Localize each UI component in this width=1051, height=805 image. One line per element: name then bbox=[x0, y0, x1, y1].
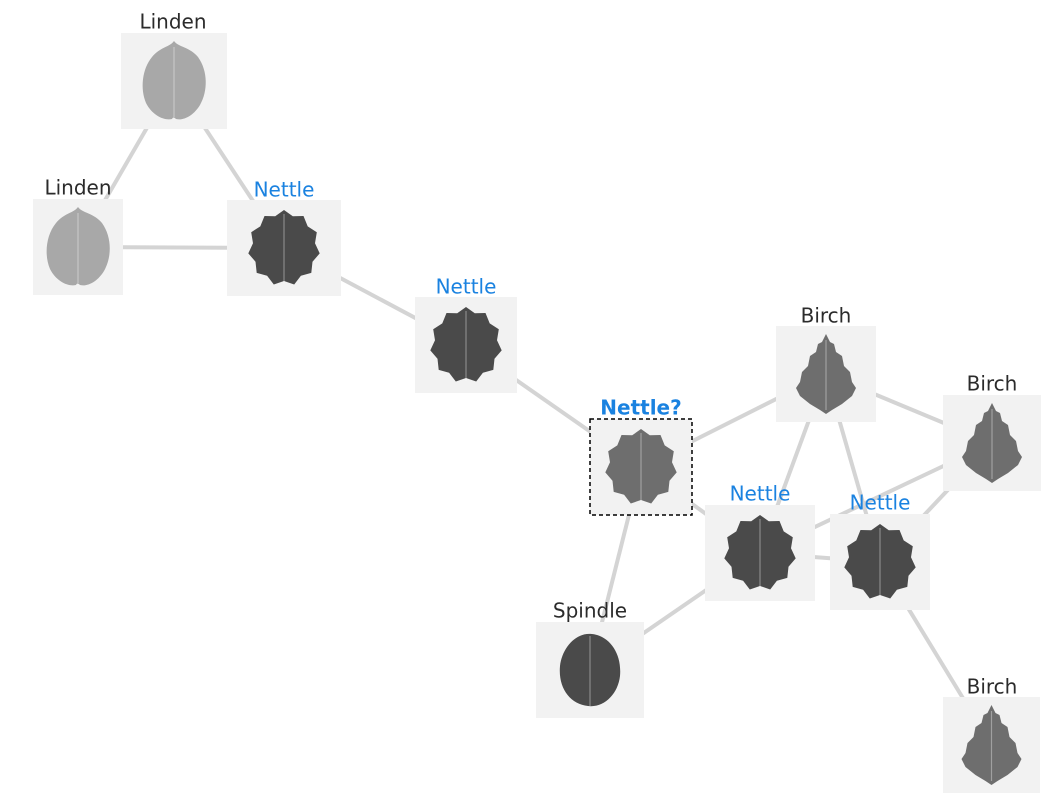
node-n3: Nettle bbox=[227, 178, 341, 296]
node-label: Nettle bbox=[436, 275, 497, 299]
leaf-linden-image bbox=[142, 41, 206, 120]
node-n5: Nettle? bbox=[589, 396, 693, 516]
node-label: Linden bbox=[44, 176, 111, 200]
node-n11: Birch bbox=[943, 675, 1040, 793]
leaf-nettle-image bbox=[605, 429, 677, 504]
node-label: Spindle bbox=[553, 599, 627, 623]
node-n4: Nettle bbox=[415, 275, 517, 393]
leaf-nettle-image bbox=[248, 210, 320, 285]
node-label: Linden bbox=[139, 10, 206, 34]
node-label: Nettle bbox=[730, 482, 791, 506]
node-label: Nettle? bbox=[600, 396, 681, 420]
leaf-nettle-image bbox=[844, 524, 916, 599]
node-n7: Birch bbox=[943, 372, 1041, 491]
node-label: Birch bbox=[801, 304, 852, 328]
leaf-linden-image bbox=[46, 207, 110, 286]
leaf-spindle-image bbox=[559, 633, 621, 707]
leaf-nettle-image bbox=[724, 515, 796, 590]
leaf-birch-image bbox=[796, 334, 856, 414]
leaf-birch-image bbox=[961, 705, 1022, 785]
node-label: Nettle bbox=[254, 178, 315, 202]
query-highlight-box bbox=[589, 418, 693, 516]
leaf-birch-image bbox=[962, 403, 1022, 483]
leaf-nettle-image bbox=[430, 307, 502, 382]
node-n10: Spindle bbox=[536, 599, 644, 718]
node-n1: Linden bbox=[121, 10, 227, 129]
node-label: Nettle bbox=[850, 491, 911, 515]
node-n9: Nettle bbox=[830, 491, 930, 610]
node-label: Birch bbox=[967, 675, 1018, 699]
node-n6: Birch bbox=[776, 304, 876, 422]
node-n8: Nettle bbox=[705, 482, 815, 601]
node-n2: Linden bbox=[33, 176, 123, 295]
node-label: Birch bbox=[967, 372, 1018, 396]
